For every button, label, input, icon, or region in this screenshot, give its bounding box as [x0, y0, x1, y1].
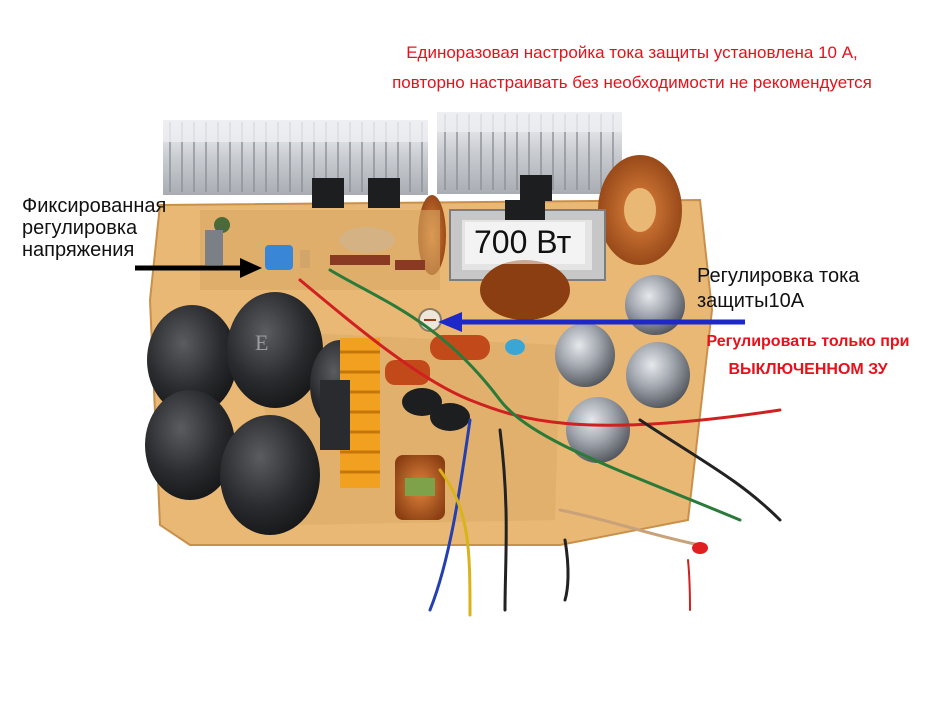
capacitor: E [227, 292, 323, 408]
top-note-line-2: повторно настраивать без необходимости н… [392, 73, 872, 92]
power-rating-label: 700 Вт [474, 224, 572, 260]
voltage-label-line-3: напряжения [22, 239, 135, 261]
warning-line-2: ВЫКЛЮЧЕННОМ ЗУ [728, 361, 888, 378]
left-heatsink [163, 120, 428, 195]
wire [638, 418, 782, 522]
capacitor [220, 415, 320, 535]
voltage-label-line-1: Фиксированная [22, 195, 167, 217]
wire [558, 508, 702, 547]
current-label-line-2: защиты10А [697, 290, 805, 312]
wire [328, 268, 742, 522]
wire [563, 538, 570, 602]
wire [438, 468, 472, 617]
capacitor [625, 275, 685, 335]
top-note-line-1: Единоразовая настройка тока защиты устан… [406, 43, 858, 62]
voltage-adjust-label: Фиксированная регулировка напряжения [22, 195, 166, 261]
transistor [368, 178, 400, 208]
warning-note: Регулировать только при ВЫКЛЮЧЕННОМ ЗУ [692, 328, 924, 384]
voltage-label-line-2: регулировка [22, 217, 138, 239]
wire [298, 278, 782, 427]
capacitor [555, 323, 615, 387]
current-adjust-label: Регулировка тока защиты10А [697, 265, 859, 312]
transistor [520, 175, 552, 201]
capacitor [566, 397, 630, 463]
wire [498, 428, 508, 612]
capacitor [147, 305, 237, 415]
pointer-arrow-blue [438, 312, 745, 332]
pointer-arrow-black [135, 258, 262, 278]
wire [687, 559, 691, 611]
capacitor-mark: E [255, 330, 268, 355]
capacitor [626, 342, 690, 408]
capacitor [145, 390, 235, 500]
transistor [312, 178, 344, 208]
top-note: Единоразовая настройка тока защиты устан… [352, 38, 912, 98]
warning-line-1: Регулировать только при [706, 333, 910, 350]
wire [428, 418, 472, 612]
current-label-line-1: Регулировка тока [697, 265, 860, 287]
